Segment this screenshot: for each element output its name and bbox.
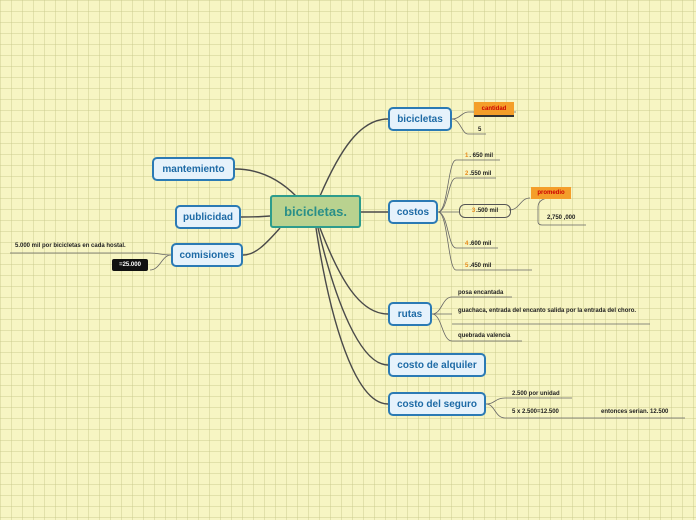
cantidad-value[interactable]: 5 bbox=[478, 127, 482, 133]
promedio-label[interactable]: promedio bbox=[531, 187, 571, 199]
topic-comisiones[interactable]: comisiones bbox=[171, 243, 243, 267]
topic-rutas[interactable]: rutas bbox=[388, 302, 432, 326]
topic-costo-alquiler[interactable]: costo de alquiler bbox=[388, 353, 486, 377]
topic-costo-seguro[interactable]: costo del seguro bbox=[388, 392, 486, 416]
seguro-result[interactable]: entonces serian. 12.500 bbox=[601, 409, 669, 415]
costo-item-4[interactable]: 4.600 mil bbox=[465, 241, 492, 247]
seguro-calc[interactable]: 5 x 2.500=12.500 bbox=[512, 409, 559, 415]
comisiones-note[interactable]: 5.000 mil por bicicletas en cada hostal. bbox=[15, 243, 126, 249]
ruta-item-1[interactable]: posa encantada bbox=[458, 290, 504, 296]
costo-item-5[interactable]: 5.450 mil bbox=[465, 263, 492, 269]
topic-costos[interactable]: costos bbox=[388, 200, 438, 224]
comisiones-total-badge[interactable]: =25.000 bbox=[112, 259, 148, 271]
costo-item-2[interactable]: 2.550 mil bbox=[465, 171, 492, 177]
seguro-per-unit[interactable]: 2.500 por unidad bbox=[512, 391, 560, 397]
ruta-item-2[interactable]: guachaca, entrada del encanto salida por… bbox=[458, 308, 637, 314]
cantidad-label[interactable]: cantidad bbox=[474, 102, 514, 117]
topic-bicicletas[interactable]: bicicletas bbox=[388, 107, 452, 131]
topic-mantemiento[interactable]: mantemiento bbox=[152, 157, 235, 181]
ruta-item-3[interactable]: quebrada valencia bbox=[458, 333, 511, 339]
promedio-value[interactable]: 2,750 ,000 bbox=[547, 215, 576, 221]
costo-item-3[interactable]: 3.500 mil bbox=[459, 204, 511, 218]
costo-item-1[interactable]: 1. 650 mil bbox=[465, 153, 494, 159]
topic-publicidad[interactable]: publicidad bbox=[175, 205, 241, 229]
central-topic[interactable]: bicicletas. bbox=[270, 195, 361, 228]
